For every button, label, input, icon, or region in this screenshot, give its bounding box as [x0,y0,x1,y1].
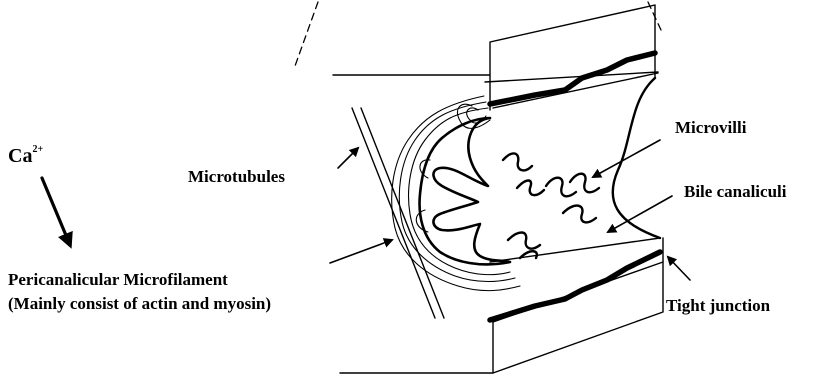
calcium-charge: 2+ [32,144,43,155]
canaliculus-lumen-outline [613,78,660,238]
microvillus [503,153,532,170]
calcium-label: Ca2+ [8,144,43,167]
microtubules-label: Microtubules [188,167,285,186]
tight-junction-arrow [668,257,690,280]
microtubule-line-2 [361,108,444,318]
tight-junction-label: Tight junction [666,296,771,315]
microvilli-label: Microvilli [675,118,747,137]
tight-junction-band-bottom [490,252,660,320]
microtubules-arrow [338,148,358,168]
calcium-arrow [42,178,70,245]
dashed-guide-left [295,2,318,66]
pericanalicular-label-line2: (Mainly consist of actin and myosin) [8,294,271,313]
microvillus [508,233,540,249]
microvillus [517,181,544,196]
canaliculus-wall [420,118,510,264]
bile-canaliculi-arrow [608,196,672,232]
bile-canaliculi-label: Bile canaliculi [684,182,787,201]
pericanalicular-arrow [330,240,392,263]
microvilli-squiggles [503,153,599,258]
microtubule-line-1 [352,108,435,318]
microvillus [563,206,596,223]
pericanalicular-label-line1: Pericanalicular Microfilament [8,270,228,289]
